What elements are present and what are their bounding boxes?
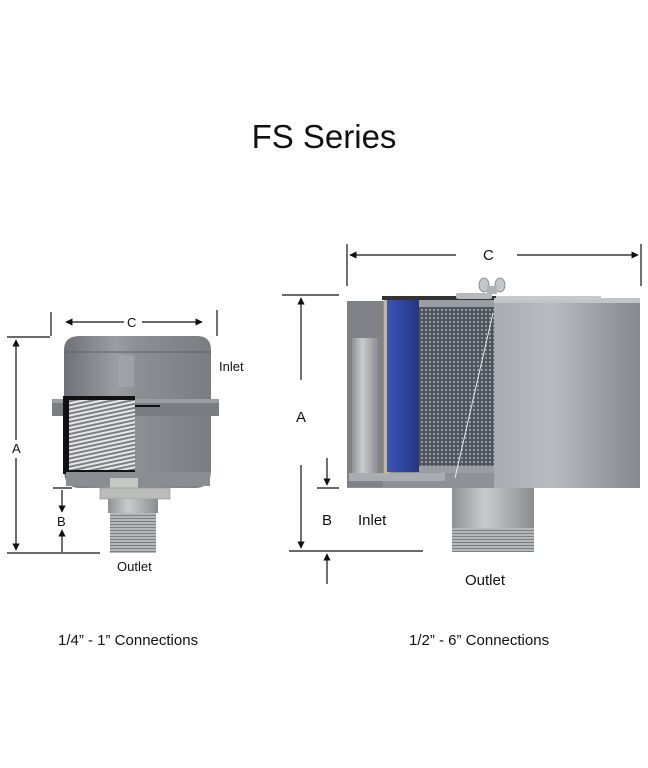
large-dimension-b-label: B [322,512,333,529]
small-inlet-label: Inlet [219,359,244,374]
large-dimension-a-label: A [296,409,307,426]
page-title: FS Series [251,118,397,155]
large-filter-drawing [347,277,640,552]
small-connections-caption: 1/4” - 1” Connections [58,632,199,649]
small-dimension-lines [7,310,218,554]
large-dimension-c-label: C [483,247,494,264]
large-inlet-label: Inlet [358,512,387,529]
wing-nut-icon [478,277,506,294]
small-dimension-a-label: A [12,441,21,456]
small-dimension-c-label: C [127,315,137,330]
small-filter-drawing [52,336,219,553]
large-dimension-lines [282,244,642,584]
small-dimension-b-label: B [57,514,66,529]
small-outlet-label: Outlet [117,559,152,574]
large-connections-caption: 1/2” - 6” Connections [409,632,550,649]
large-outlet-label: Outlet [465,572,506,589]
